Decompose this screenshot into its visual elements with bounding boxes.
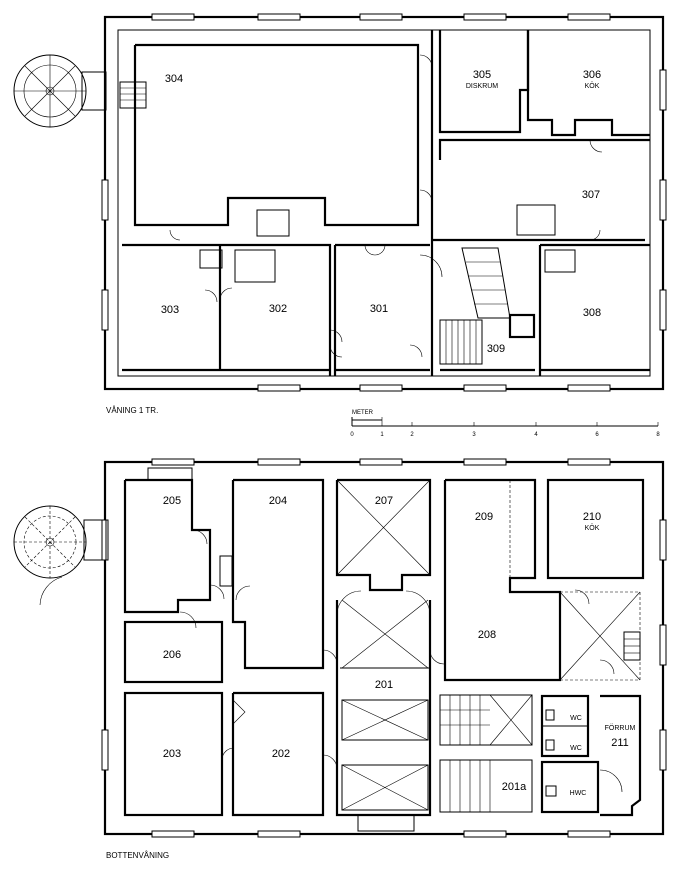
- stairs-201a: [439, 694, 533, 813]
- room-sub-305: DISKRUM: [466, 83, 498, 90]
- room-203-outline: [123, 691, 224, 817]
- spiral-stair-upper: [13, 54, 107, 128]
- room-label-201: 201: [375, 679, 393, 691]
- room-202-outline: [231, 691, 325, 817]
- hwc-room: [540, 760, 600, 814]
- room-label-304: 304: [165, 73, 183, 85]
- upper-outer-wall: [103, 15, 665, 391]
- upper-doors: [169, 54, 603, 358]
- room-201-outline: [335, 600, 432, 817]
- room-205-outline: [123, 478, 212, 614]
- room-label-209: 209: [475, 511, 493, 523]
- room-label-210: 210: [583, 511, 601, 523]
- spiral-stair-ground: [13, 505, 107, 606]
- scale-tick-2: 2: [410, 432, 414, 438]
- stair-304: [119, 81, 147, 109]
- scale-tick-3: 3: [472, 432, 476, 438]
- room-label-306: 306: [583, 69, 601, 81]
- room-209-208-outline: [443, 478, 562, 682]
- room-label-205: 205: [163, 495, 181, 507]
- wc-label-1: WC: [570, 715, 582, 722]
- ground-doors: [179, 529, 623, 793]
- upper-floor-plan: 304 305 DISKRUM 306 KÖK 307 303 302 301 …: [13, 13, 667, 415]
- room-label-309: 309: [487, 343, 505, 355]
- room-sub-210: KÖK: [585, 524, 600, 532]
- room-label-208: 208: [478, 629, 496, 641]
- scale-tick-5: 6: [595, 432, 599, 438]
- forrum-outline: [600, 694, 642, 817]
- upper-floor-caption: VÅNING 1 TR.: [106, 406, 158, 415]
- room-304-outline: [133, 43, 420, 227]
- room-label-308: 308: [583, 307, 601, 319]
- room-label-201a: 201a: [502, 781, 527, 793]
- room-label-206: 206: [163, 649, 181, 661]
- room-206-outline: [123, 620, 224, 684]
- forrum-label: FÖRRUM: [605, 724, 636, 732]
- ground-floor-caption: BOTTENVÅNING: [106, 851, 169, 860]
- room-label-305: 305: [473, 69, 491, 81]
- upper-inner-wall-line: [117, 29, 651, 377]
- room-207-outline: [335, 478, 432, 592]
- room-label-211: 211: [611, 737, 629, 749]
- scale-tick-6: 8: [656, 432, 660, 438]
- room-sub-306: KÖK: [585, 82, 600, 90]
- room-305-outline: [438, 30, 530, 134]
- scale-tick-0: 0: [350, 432, 354, 438]
- room-204-outline: [231, 478, 325, 670]
- corridor-307-top: [438, 138, 650, 160]
- ground-floor-plan: 205 204 207 209 210 KÖK 206 208 201 203 …: [13, 458, 667, 860]
- room-306-outline: [526, 30, 650, 137]
- room-label-203: 203: [163, 748, 181, 760]
- upper-windows: [101, 13, 667, 392]
- room-label-307: 307: [582, 189, 600, 201]
- scale-unit: METER: [352, 410, 374, 416]
- hwc-label: HWC: [570, 790, 587, 797]
- room-label-301: 301: [370, 303, 388, 315]
- stairs-309: [439, 247, 536, 365]
- room-label-204: 204: [269, 495, 287, 507]
- upper-row-wall: [122, 243, 332, 376]
- room-label-202: 202: [272, 748, 290, 760]
- room-210-outline: [546, 478, 645, 580]
- room-label-302: 302: [269, 303, 287, 315]
- scale-tick-1: 1: [380, 432, 384, 438]
- ground-windows: [101, 458, 667, 838]
- ground-outer-wall: [103, 460, 665, 836]
- room-label-207: 207: [375, 495, 393, 507]
- wc-label-2: WC: [570, 745, 582, 752]
- scale-tick-4: 4: [534, 432, 538, 438]
- room-label-303: 303: [161, 304, 179, 316]
- scale-bar: METER 0 1 2 3 4 6 8: [350, 410, 660, 438]
